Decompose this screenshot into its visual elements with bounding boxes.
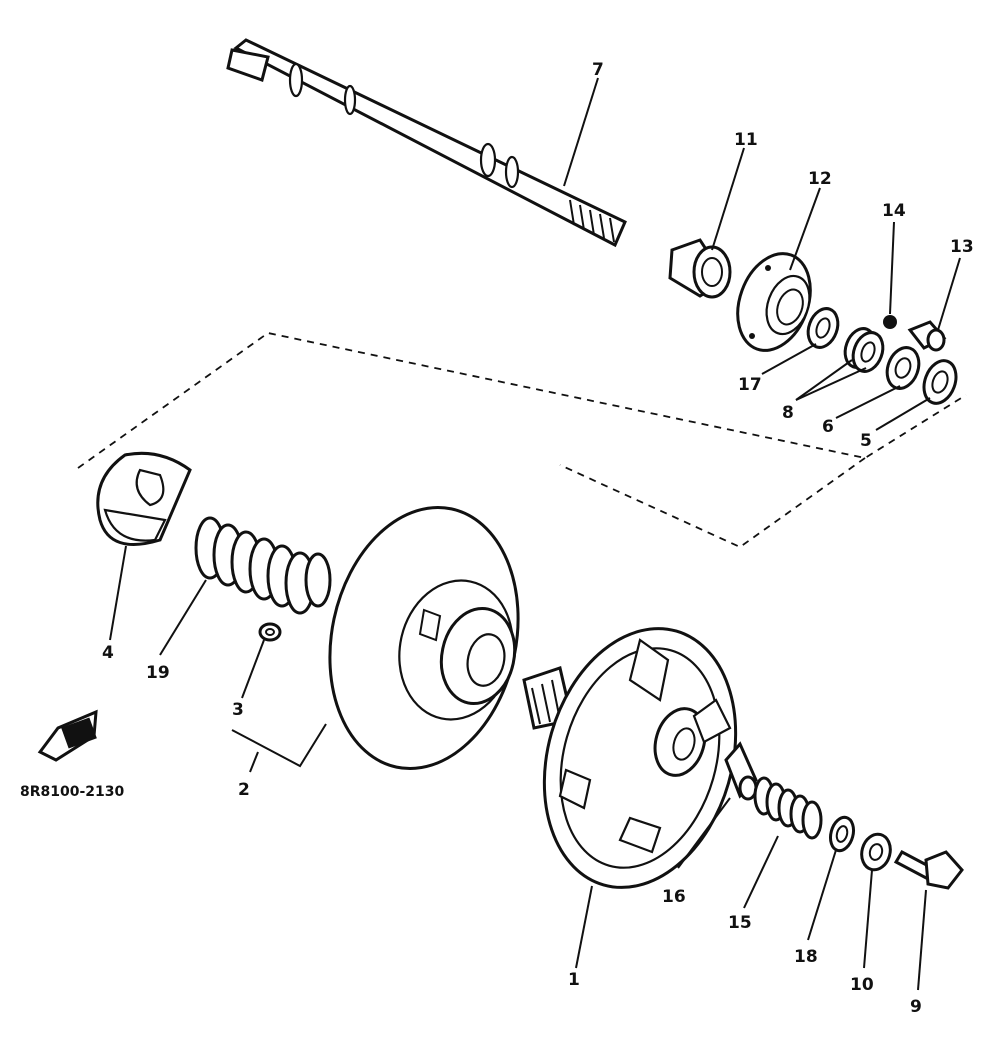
part-label-8: 8	[782, 403, 794, 423]
part-label-2: 2	[238, 780, 250, 800]
part-code: 8R8100-2130	[20, 784, 125, 800]
part-label-7: 7	[592, 60, 604, 80]
spring	[194, 516, 332, 615]
washer-10	[860, 832, 892, 872]
part-label-15: 15	[728, 913, 752, 933]
small-nut	[258, 622, 282, 642]
screw	[907, 320, 947, 352]
part-label-19: 19	[146, 663, 170, 683]
bolt	[893, 850, 964, 890]
steel-ball	[883, 315, 897, 329]
part-label-14: 14	[882, 201, 906, 221]
fixed-sheave-spider	[542, 627, 738, 889]
cam-bracket	[96, 451, 192, 546]
small-spring	[753, 776, 823, 840]
ring-18	[828, 815, 856, 853]
part-label-6: 6	[822, 417, 834, 437]
bearing	[668, 238, 732, 299]
leader-lines	[109, 77, 961, 991]
part-label-12: 12	[808, 169, 832, 189]
part-label-18: 18	[794, 947, 818, 967]
assembly-boundary-line	[77, 332, 967, 469]
small-bushing	[724, 741, 758, 801]
washer-6	[885, 346, 921, 390]
part-label-17: 17	[738, 375, 762, 395]
flange-plate	[736, 252, 812, 352]
part-label-10: 10	[850, 975, 874, 995]
part-label-9: 9	[910, 997, 922, 1017]
part-label-13: 13	[950, 237, 974, 257]
washer-17	[806, 307, 840, 349]
washer-5	[922, 359, 958, 405]
part-label-5: 5	[860, 431, 872, 451]
part-label-1: 1	[568, 970, 580, 990]
part-label-3: 3	[232, 700, 244, 720]
assembly-boundary-line-lower	[559, 457, 866, 549]
collar	[843, 327, 885, 373]
sheave-disc	[328, 505, 520, 771]
part-label-4: 4	[102, 643, 114, 663]
part-label-11: 11	[734, 130, 758, 150]
parts-catalog-icon	[37, 709, 98, 762]
shaft	[226, 38, 627, 248]
part-label-16: 16	[662, 887, 686, 907]
